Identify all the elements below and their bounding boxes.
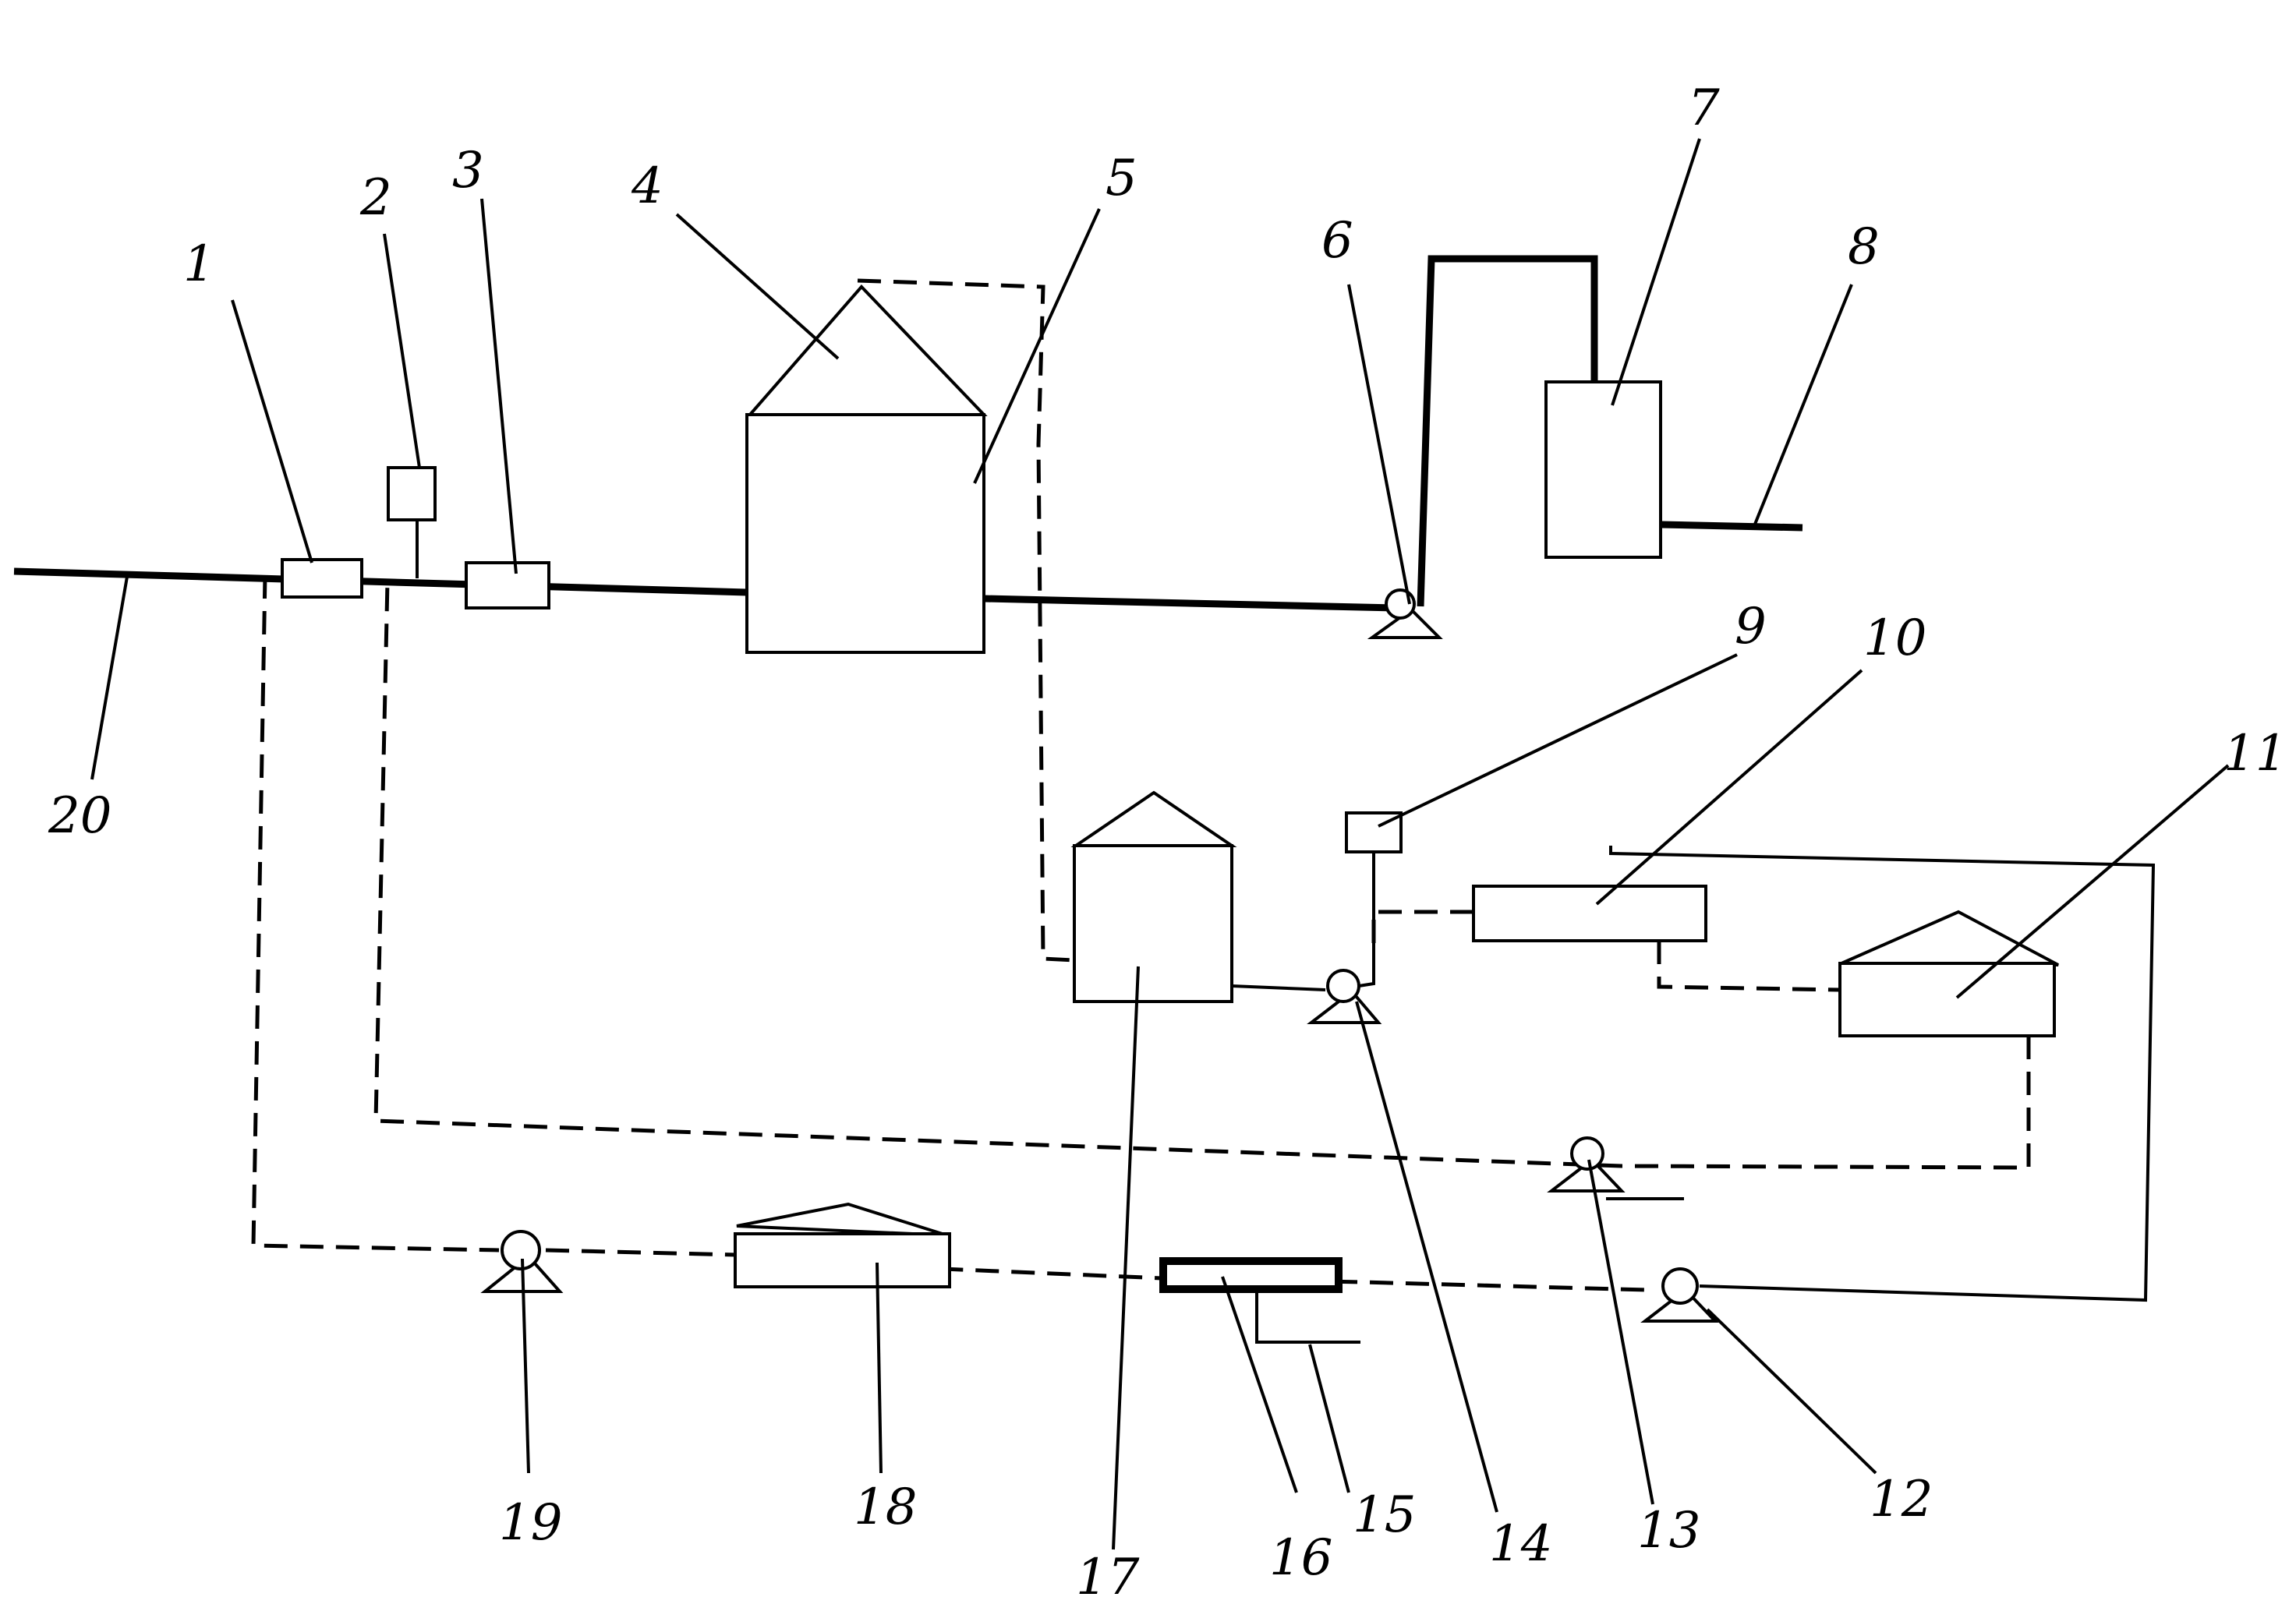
pump-13 (1547, 1136, 1626, 1192)
unit-10 (1472, 885, 1707, 942)
leader-18 (876, 1262, 883, 1474)
dashed-line-4-17 (857, 278, 1075, 963)
pump-12 (1640, 1267, 1719, 1323)
label-6: 6 (1321, 212, 1353, 270)
leader-6 (1347, 284, 1411, 605)
tank-roof-18 (736, 1202, 948, 1237)
leader-20 (90, 576, 129, 780)
leader-8 (1753, 284, 1853, 527)
leader-7 (1611, 138, 1701, 406)
tank-body-5 (745, 413, 985, 654)
line-17-14 (1231, 984, 1326, 991)
label-18: 18 (854, 1479, 917, 1536)
leader-16 (1221, 1276, 1298, 1493)
label-12: 12 (1870, 1471, 1933, 1528)
riser-pipeline (1417, 255, 1598, 607)
leader-17 (1112, 966, 1140, 1550)
leader-3 (480, 198, 518, 574)
line-14-9 (1358, 853, 1375, 988)
unit-16 (1159, 1257, 1343, 1293)
leader-13 (1587, 1159, 1654, 1505)
tank-body-18 (734, 1232, 951, 1288)
leader-12 (1706, 1308, 1877, 1475)
label-2: 2 (359, 169, 392, 227)
label-19: 19 (499, 1494, 562, 1552)
label-9: 9 (1735, 598, 1767, 655)
label-5: 5 (1106, 150, 1137, 207)
dashed-bottom-line (251, 574, 500, 1253)
label-1: 1 (183, 235, 215, 293)
label-14: 14 (1489, 1515, 1552, 1573)
inline-unit-3 (465, 561, 550, 609)
tank-body-17 (1073, 844, 1233, 1003)
label-10: 10 (1863, 609, 1926, 667)
dashed-line-10-11 (1657, 941, 1841, 992)
outlet-8 (1660, 521, 1803, 532)
label-16: 16 (1269, 1529, 1332, 1587)
leader-15 (1308, 1344, 1350, 1493)
label-13: 13 (1637, 1502, 1700, 1560)
leader-10 (1595, 669, 1863, 906)
leader-14 (1355, 1001, 1498, 1513)
tank-7 (1544, 380, 1662, 559)
dashed-return-line-11-2 (373, 581, 2031, 1170)
leader-9 (1378, 653, 1738, 828)
tank-roof-17 (1070, 790, 1237, 847)
label-17: 17 (1076, 1549, 1140, 1597)
pump-14 (1307, 969, 1382, 1024)
outlet-pipeline (983, 595, 1396, 612)
label-11: 11 (2223, 725, 2287, 783)
leader-1 (231, 299, 313, 564)
tank-roof-4 (746, 284, 988, 416)
label-7: 7 (1688, 79, 1720, 137)
return-line-right (1609, 846, 2156, 1302)
leader-2 (383, 233, 421, 468)
label-3: 3 (452, 142, 484, 200)
leader-4 (675, 213, 840, 360)
branch-15 (1255, 1289, 1360, 1344)
dashed-line-14-10 (1371, 910, 1473, 943)
bottom-line (545, 1248, 1647, 1292)
label-20: 20 (48, 787, 111, 845)
pump-6 (1367, 588, 1443, 639)
leader-5 (973, 208, 1101, 484)
leader-11 (1955, 764, 2230, 999)
leader-19 (521, 1258, 530, 1474)
sensor-box-2 (387, 466, 437, 521)
inline-unit-1 (281, 558, 363, 599)
main-pipeline-20 (13, 567, 748, 596)
label-4: 4 (631, 157, 663, 215)
tank-body-11 (1838, 962, 2056, 1037)
label-15: 15 (1353, 1486, 1416, 1544)
label-8: 8 (1848, 218, 1880, 276)
